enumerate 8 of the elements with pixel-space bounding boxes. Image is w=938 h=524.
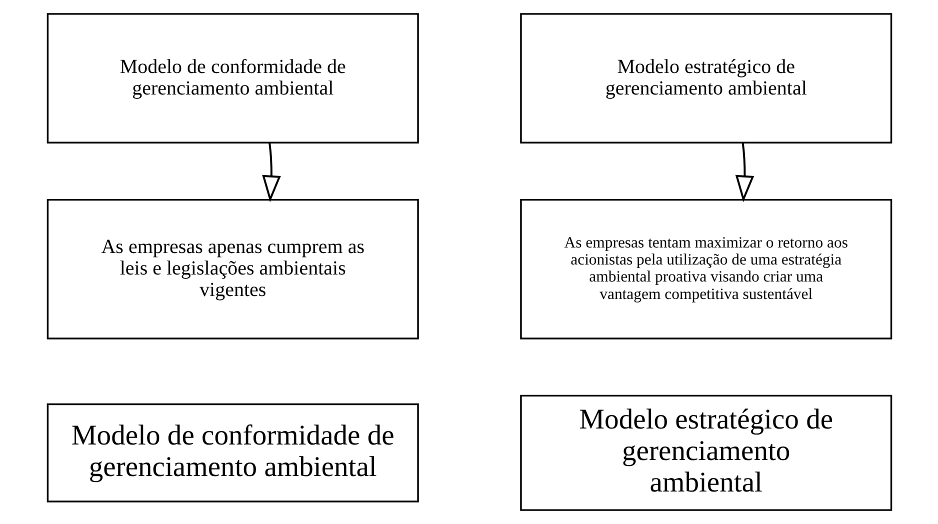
node-box: As empresas apenas cumprem as leis e legislações ambientais vigentes	[46, 198, 418, 340]
node-box: Modelo de conformidade de gerenciamento ambiental	[46, 403, 418, 502]
arrow	[734, 142, 754, 202]
node-box: As empresas tentam maximizar o retorno aos acionistas pela utilização de uma estratégia ambiental proativa visando criar uma vantagem competitiva sustentável	[520, 198, 892, 340]
node-box: Modelo estratégico de gerenciamento ambiental	[520, 13, 892, 144]
arrow	[262, 142, 280, 202]
node-box: Modelo estratégico de gerenciamento ambiental	[520, 394, 892, 511]
node-box: Modelo de conformidade de gerenciamento ambiental	[46, 13, 418, 144]
